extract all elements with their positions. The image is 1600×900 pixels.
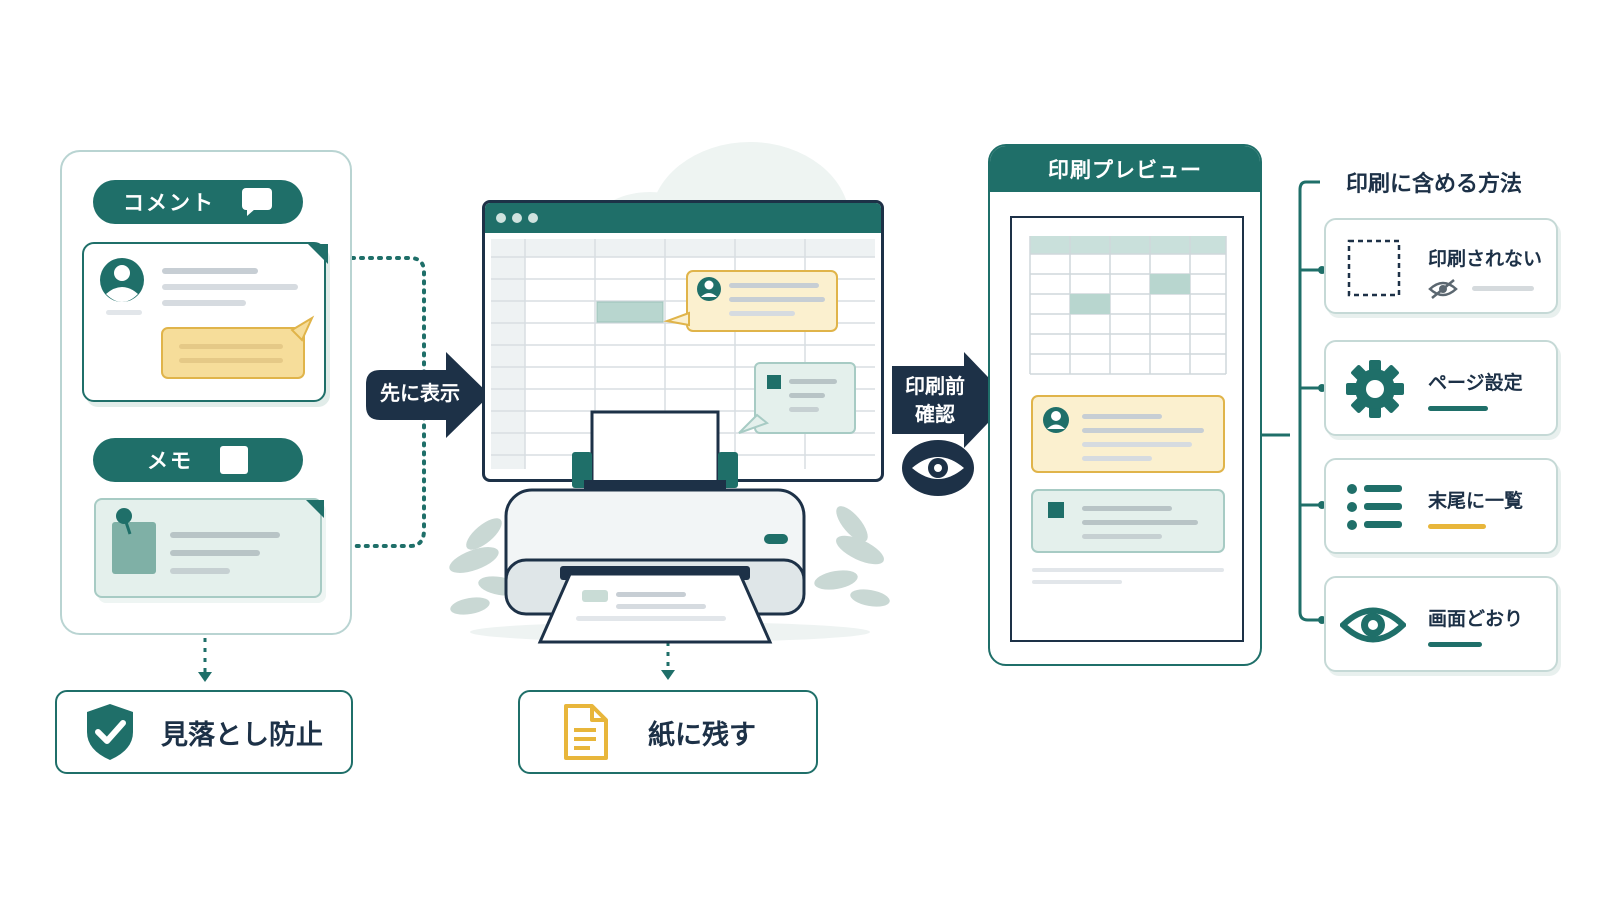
option-page-setup-bar: [1428, 406, 1488, 411]
preview-page: [1010, 216, 1244, 642]
prevent-label: 見落とし防止: [161, 719, 323, 751]
speech-bubble-icon: [242, 188, 272, 216]
show-first-arrow: [366, 352, 490, 438]
preview-check-line1: 印刷前: [905, 374, 965, 398]
shield-check-icon: [87, 704, 133, 760]
option-as-displayed-bar: [1428, 642, 1482, 647]
option-not-printed-label: 印刷されない: [1428, 248, 1543, 270]
option-not-printed-bar: [1472, 286, 1534, 291]
option-list-at-end-bar: [1428, 524, 1486, 529]
document-icon: [564, 704, 608, 760]
option-not-printed[interactable]: 印刷されない: [1324, 218, 1558, 314]
preview-check-line2: 確認: [915, 402, 955, 426]
dashed-square-icon: [1347, 239, 1401, 297]
show-first-label: 先に表示: [380, 381, 460, 405]
note-icon: [220, 446, 248, 474]
keep-on-paper-box: 紙に残す: [518, 690, 818, 774]
preview-page-art: [1029, 236, 1227, 584]
comment-label: コメント: [123, 191, 215, 215]
option-list-at-end-label: 末尾に一覧: [1428, 490, 1524, 512]
option-page-setup-label: ページ設定: [1428, 372, 1523, 394]
comment-pill: コメント: [93, 180, 303, 224]
eye-off-icon: [1428, 279, 1458, 299]
memo-card-art: [112, 500, 324, 574]
option-as-displayed-label: 画面どおり: [1428, 608, 1524, 630]
option-page-setup[interactable]: ページ設定: [1324, 340, 1558, 436]
memo-label: メモ: [147, 449, 193, 473]
eye-icon: [1340, 607, 1406, 643]
eye-badge-icon: [902, 440, 974, 496]
spreadsheet-art: [485, 203, 881, 469]
preview-check-label: 印刷前 確認: [894, 372, 976, 428]
list-icon: [1347, 484, 1402, 530]
printer-illustration: [449, 410, 890, 644]
memo-pill: メモ: [93, 438, 303, 482]
print-preview-panel: 印刷プレビュー: [988, 144, 1262, 666]
memo-card: [94, 498, 324, 598]
print-preview-title: 印刷プレビュー: [990, 146, 1260, 192]
option-as-displayed[interactable]: 画面どおり: [1324, 576, 1558, 672]
gear-icon: [1346, 360, 1404, 418]
comment-card-art: [100, 244, 328, 379]
comment-card: [82, 242, 328, 402]
prevent-oversight-box: 見落とし防止: [55, 690, 353, 774]
methods-title: 印刷に含める方法: [1346, 172, 1523, 197]
option-list-at-end[interactable]: 末尾に一覧: [1324, 458, 1558, 554]
preview-check-arrow: [892, 352, 1010, 448]
keep-on-paper-label: 紙に残す: [648, 719, 756, 751]
